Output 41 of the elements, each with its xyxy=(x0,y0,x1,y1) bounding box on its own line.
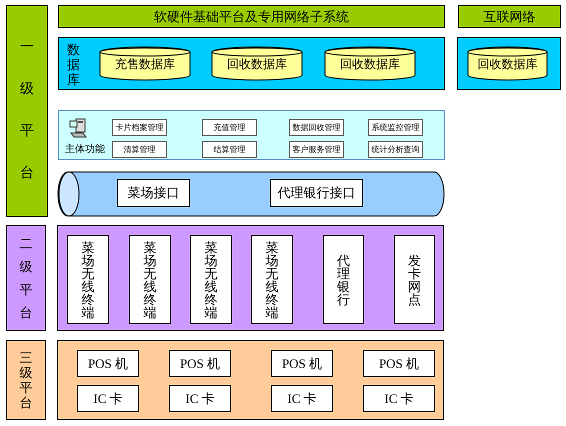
terminal-box: 发卡网点 xyxy=(394,235,435,324)
interface-box: 代理银行接口 xyxy=(270,179,363,207)
database-cylinder: 充售数据库 xyxy=(99,47,191,81)
terminal-box: 菜场无线终端 xyxy=(251,235,293,324)
database-cylinder: 回收数据库 xyxy=(467,47,548,81)
panel-label: 主体功能 xyxy=(65,144,105,156)
database-cylinder: 回收数据库 xyxy=(324,47,416,81)
function-box: 卡片档案管理 xyxy=(112,119,167,136)
function-box: 充值管理 xyxy=(202,119,257,136)
function-box: 客户服务管理 xyxy=(289,141,344,158)
tier-panel xyxy=(57,340,444,420)
terminal-box: 菜场无线终端 xyxy=(129,235,171,324)
device-box: IC 卡 xyxy=(169,385,231,412)
interface-box: 菜场接口 xyxy=(117,179,190,207)
terminal-box: 菜场无线终端 xyxy=(67,235,109,324)
device-box: IC 卡 xyxy=(271,385,333,412)
function-box: 数据回收管理 xyxy=(289,119,344,136)
terminal-box: 代理银行 xyxy=(323,235,364,324)
tier-band: 三级平台 xyxy=(6,340,46,420)
interface-bus xyxy=(58,171,445,217)
database-panel xyxy=(457,37,561,90)
function-panel xyxy=(58,110,445,160)
device-box: POS 机 xyxy=(77,350,139,377)
tier-band: 一级平台 xyxy=(6,5,48,217)
device-box: POS 机 xyxy=(169,350,231,377)
function-box: 统计分析查询 xyxy=(368,141,423,158)
device-box: IC 卡 xyxy=(363,385,435,412)
function-box: 清算管理 xyxy=(112,141,167,158)
terminal-box: 菜场无线终端 xyxy=(190,235,232,324)
database-panel xyxy=(58,37,445,90)
network-header: 互联网络 xyxy=(458,5,561,28)
panel-label: 数据库 xyxy=(67,42,81,87)
platform-header: 软硬件基础平台及专用网络子系统 xyxy=(58,5,445,28)
device-box: POS 机 xyxy=(363,350,435,377)
device-box: IC 卡 xyxy=(77,385,139,412)
tier-band: 二级平台 xyxy=(6,225,46,331)
device-box: POS 机 xyxy=(271,350,333,377)
function-box: 结算管理 xyxy=(202,141,257,158)
database-cylinder: 回收数据库 xyxy=(211,47,303,81)
function-box: 系统监控管理 xyxy=(368,119,423,136)
tier-panel xyxy=(57,225,444,331)
